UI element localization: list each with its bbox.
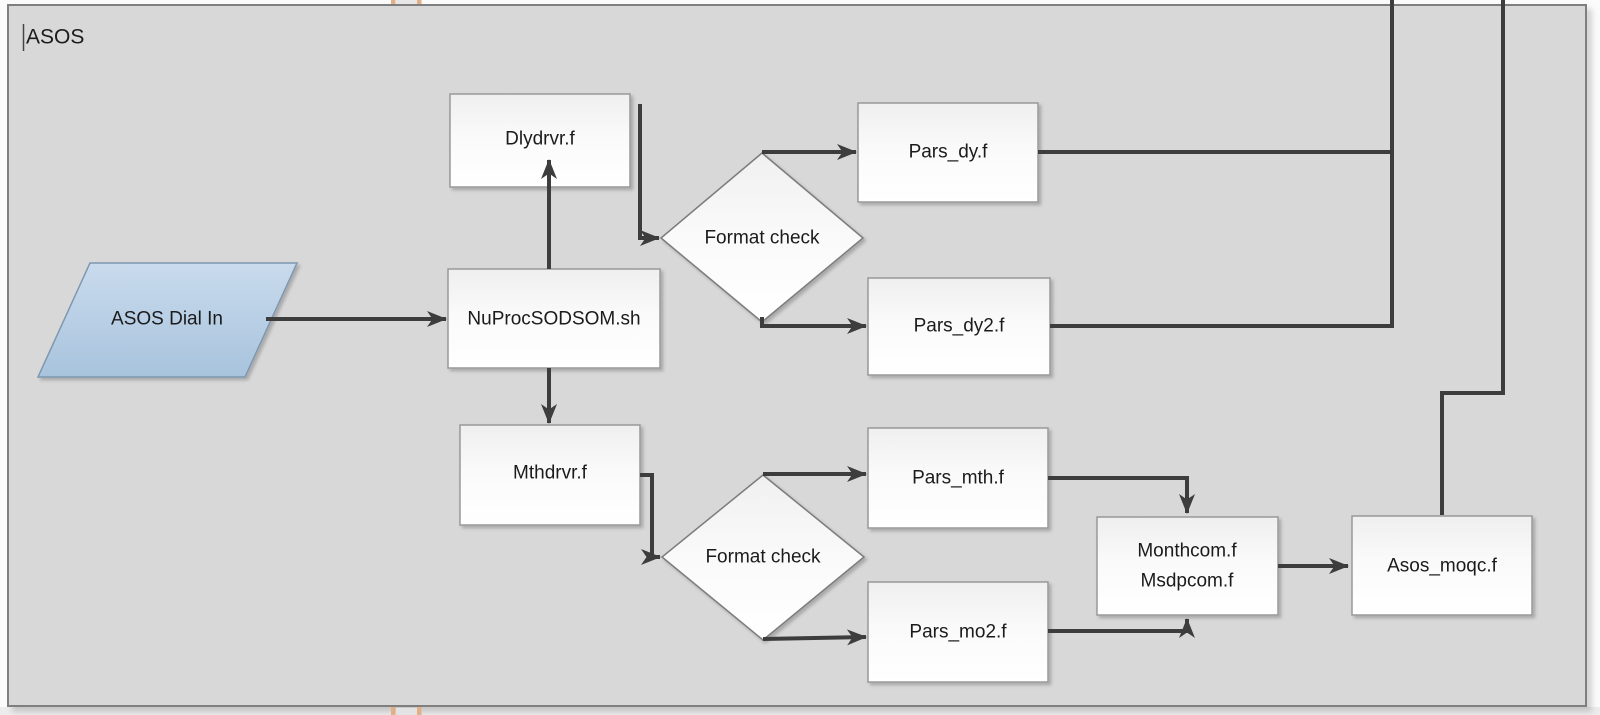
guide-tick-bottom-left: [391, 707, 396, 715]
parallelogram-shape[interactable]: [36, 262, 299, 378]
node-mthdrvr[interactable]: Mthdrvr.f: [459, 424, 641, 526]
node-format-check-monthly[interactable]: Format check: [660, 474, 866, 641]
node-label: Asos_moqc.f: [1387, 556, 1498, 577]
node-label: Pars_dy.f: [909, 142, 989, 163]
node-pars-mo2[interactable]: Pars_mo2.f: [867, 581, 1049, 683]
node-pars-dy[interactable]: Pars_dy.f: [857, 102, 1039, 203]
connector-parsdy2-offpage[interactable]: [1050, 0, 1394, 328]
node-nuproc[interactable]: NuProcSODSOM.sh: [447, 268, 661, 369]
guide-tick-bottom-right: [417, 707, 422, 715]
node-label: Format check: [704, 228, 820, 249]
container-title: ASOS: [26, 26, 84, 49]
node-label: Pars_mo2.f: [909, 622, 1007, 643]
page-break-gap-bottom: [396, 708, 418, 715]
node-label: Pars_dy2.f: [914, 316, 1006, 337]
process-shape[interactable]: [867, 277, 1051, 376]
node-dlydrvr[interactable]: Dlydrvr.f: [449, 93, 631, 188]
decision-shape[interactable]: [660, 474, 866, 641]
node-label-line1: Monthcom.f: [1137, 541, 1237, 562]
connector-parsmo2-monthcom[interactable]: [1048, 618, 1195, 638]
connector-formatcheck-parsdy2[interactable]: [760, 317, 867, 334]
process-shape[interactable]: [1351, 515, 1533, 616]
connector-dlydrvr-formatcheck[interactable]: [638, 104, 660, 246]
node-label: NuProcSODSOM.sh: [467, 309, 640, 330]
page-break-gap-top: [396, 0, 418, 4]
node-label: Mthdrvr.f: [513, 463, 588, 484]
process-shape[interactable]: [1096, 516, 1279, 616]
connector-formatcheck-parsmo2[interactable]: [762, 629, 867, 646]
node-label-line2: Msdpcom.f: [1141, 571, 1235, 592]
node-label: Format check: [705, 547, 821, 568]
node-asos-moqc[interactable]: Asos_moqc.f: [1351, 515, 1533, 616]
node-label: ASOS Dial In: [111, 309, 223, 330]
node-pars-dy2[interactable]: Pars_dy2.f: [867, 277, 1051, 376]
connector-offpage-asosmoqc[interactable]: [1440, 0, 1505, 515]
process-shape[interactable]: [459, 424, 641, 526]
node-asos-dial-in[interactable]: ASOS Dial In: [36, 262, 299, 378]
process-shape[interactable]: [447, 268, 661, 369]
node-label: Pars_mth.f: [912, 468, 1005, 489]
node-monthcom[interactable]: Monthcom.f Msdpcom.f: [1096, 516, 1279, 616]
process-shape[interactable]: [867, 581, 1049, 683]
connector-parsmth-monthcom[interactable]: [1048, 476, 1195, 514]
process-shape[interactable]: [867, 427, 1049, 529]
connector-mthdrvr-formatcheck[interactable]: [640, 473, 661, 565]
node-label: Dlydrvr.f: [505, 129, 575, 150]
pasteboard-strip: [0, 707, 1600, 715]
node-pars-mth[interactable]: Pars_mth.f: [867, 427, 1049, 529]
process-shape[interactable]: [449, 93, 631, 188]
